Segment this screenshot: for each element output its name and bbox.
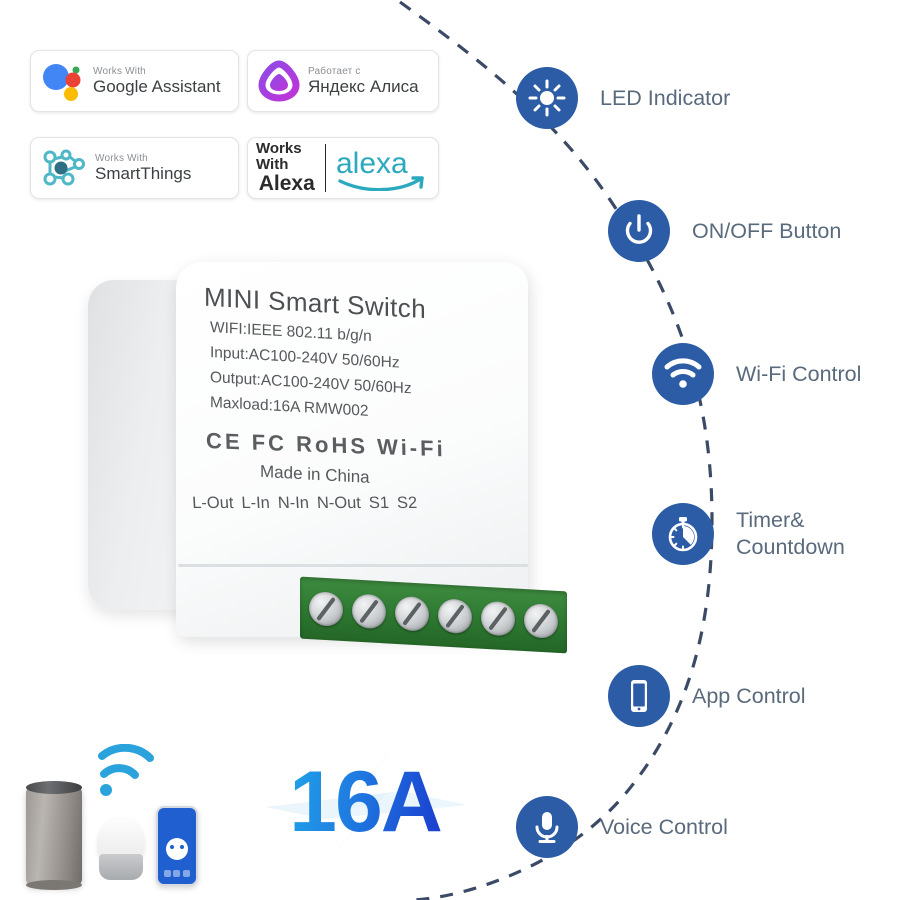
app-nav-dot — [164, 870, 172, 877]
lightning-bolt-icon — [265, 735, 467, 870]
badge-alexa-name-line: Alexa — [258, 171, 315, 195]
smartthings-logo — [41, 147, 87, 189]
terminal-label: S2 — [396, 493, 418, 512]
app-nav-dot — [173, 870, 181, 877]
terminal-label: N-Out — [316, 493, 362, 512]
feature-onoff-button[interactable]: ON/OFF Button — [608, 200, 841, 262]
wifi-icon — [652, 343, 714, 405]
badge-yandex-text: Работает с Яндекс Алиса — [308, 66, 419, 97]
svg-text:alexa: alexa — [336, 147, 408, 180]
device-front-face — [176, 262, 528, 637]
badge-smartthings-text: Works With SmartThings — [95, 153, 191, 184]
feature-label: Wi-Fi Control — [736, 361, 862, 386]
terminal-label: N-In — [277, 493, 310, 512]
badge-alexa[interactable]: Works With Alexa alexa — [247, 137, 439, 199]
badge-smartthings[interactable]: Works With SmartThings — [30, 137, 239, 199]
terminal-screw — [308, 591, 343, 627]
amperage-badge: 16A — [255, 735, 475, 870]
feature-label: Voice Control — [600, 814, 728, 839]
badge-eyebrow: Works With — [95, 152, 148, 164]
feature-voice-control[interactable]: Voice Control — [516, 796, 728, 858]
feature-app-control[interactable]: App Control — [608, 665, 806, 727]
badge-name: Яндекс Алиса — [308, 76, 419, 96]
app-socket-icon — [166, 838, 188, 860]
amazon-echo-speaker — [26, 781, 82, 890]
terminal-label: L-Out — [191, 493, 234, 512]
google-home-top — [98, 818, 144, 858]
terminal-screw — [438, 598, 473, 635]
device-origin: Made in China — [260, 461, 370, 487]
badge-name: Google Assistant — [93, 76, 221, 96]
google-home-speaker — [98, 818, 144, 880]
smart-switch-device: MINI Smart Switch WIFI:IEEE 802.11 b/g/n… — [88, 262, 567, 667]
feature-timer-countdown[interactable]: Timer& Countdown — [652, 503, 845, 565]
badge-google-text: Works With Google Assistant — [93, 66, 221, 97]
badge-alexa-works-line: Works With — [256, 140, 302, 173]
app-nav-dot — [182, 870, 190, 877]
terminal-screw — [524, 603, 559, 639]
microphone-icon — [516, 796, 578, 858]
smartphone-app — [156, 806, 198, 886]
badge-eyebrow: Работает с — [308, 65, 361, 77]
device-terminal-labels: L-Out L-In N-In N-Out S1 S2 — [192, 494, 519, 513]
compatible-devices-group — [8, 748, 208, 893]
google-assistant-logo — [41, 61, 85, 101]
badge-eyebrow: Works With — [93, 65, 146, 77]
smartphone-icon — [608, 665, 670, 727]
led-indicator-icon — [516, 67, 578, 129]
divider — [324, 144, 326, 192]
terminal-label: L-In — [240, 493, 271, 512]
badge-yandex-alice[interactable]: Работает с Яндекс Алиса — [247, 50, 439, 112]
badge-google-assistant[interactable]: Works With Google Assistant — [30, 50, 239, 112]
device-label: MINI Smart Switch WIFI:IEEE 802.11 b/g/n… — [188, 281, 518, 522]
terminal-label: S1 — [368, 493, 390, 512]
app-nav-dots — [158, 870, 196, 877]
stopwatch-icon — [652, 503, 714, 565]
device-seam — [178, 564, 528, 567]
feature-label: ON/OFF Button — [692, 218, 842, 243]
amperage-value: 16A — [255, 753, 475, 852]
feature-led-indicator[interactable]: LED Indicator — [516, 67, 730, 129]
badge-alexa-works-text: Works With Alexa — [256, 141, 318, 195]
terminal-screw — [394, 595, 429, 632]
terminal-screw — [351, 593, 386, 630]
device-certification-marks: CE FC RoHS Wi-Fi — [205, 427, 446, 462]
badge-name: SmartThings — [95, 163, 192, 183]
power-button-icon — [608, 200, 670, 262]
google-home-base — [99, 854, 143, 880]
yandex-alice-logo — [258, 60, 300, 102]
feature-label: Timer& Countdown — [736, 508, 845, 559]
feature-label: App Control — [692, 683, 806, 708]
feature-label: LED Indicator — [600, 85, 731, 110]
terminal-screw — [481, 600, 516, 637]
amazon-alexa-logo: alexa — [334, 145, 430, 191]
wifi-icon — [98, 744, 154, 796]
feature-wifi-control[interactable]: Wi-Fi Control — [652, 343, 861, 405]
